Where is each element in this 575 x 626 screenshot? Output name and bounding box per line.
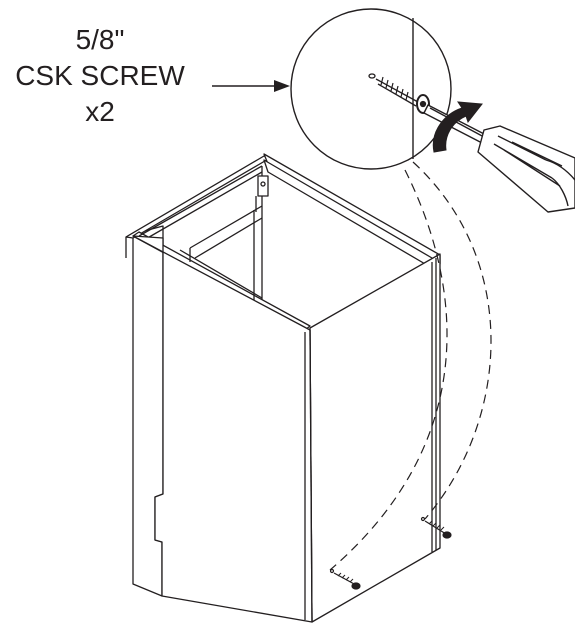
corner-bracket (255, 175, 269, 212)
lower-screw-left (329, 568, 361, 590)
screw-callout-label: 5/8" CSK SCREW x2 (0, 22, 200, 130)
lower-screw-right (420, 516, 452, 539)
rotate-clockwise-arrow-icon (432, 101, 483, 153)
cabinet-right-side-panel (309, 253, 441, 623)
callout-arrow (212, 80, 290, 92)
detail-leader-lines (329, 161, 492, 571)
screw-name-label: CSK SCREW (15, 60, 185, 91)
cabinet (125, 153, 441, 623)
screw-size-label: 5/8" (75, 24, 125, 55)
screw-quantity-label: x2 (85, 96, 115, 127)
detail-magnifier (290, 8, 452, 170)
detail-screw (368, 73, 430, 114)
screwdriver-icon (423, 104, 575, 213)
